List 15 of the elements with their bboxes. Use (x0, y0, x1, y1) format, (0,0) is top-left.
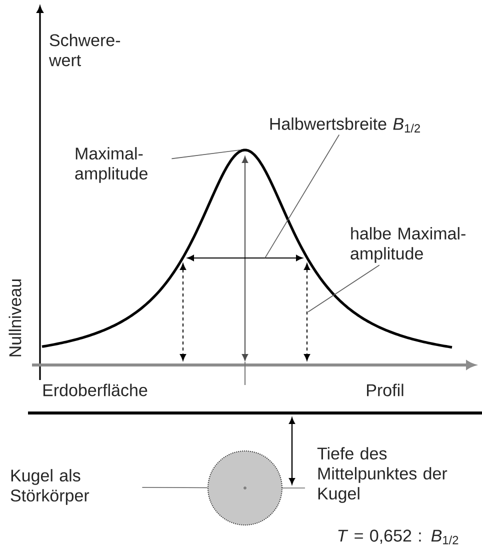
axis-label: Tiefe des Mittelpunktes der Kugel (317, 447, 448, 503)
axis-label: T = 0,652 : B$_{1/2}$ (338, 530, 458, 544)
callout-text: Maximal- amplitude (75, 147, 148, 183)
leader-line (142, 486, 208, 488)
leader-line (308, 264, 380, 312)
callout-text: Kugel als Störkörper (10, 469, 90, 505)
leader-line (171, 150, 240, 160)
axis-label: Nullniveau (8, 279, 22, 356)
axis-label: Schwere- wert (48, 34, 120, 66)
leader-line (264, 134, 340, 258)
axis-label: Erdoberfläche (43, 384, 148, 396)
axis-label: Profil (367, 384, 404, 396)
callout-text: halbe Maximal- amplitude (350, 227, 466, 263)
sphere (208, 450, 282, 526)
callout-text: Halbwertsbreite B$_{1/2}$ (270, 117, 420, 133)
